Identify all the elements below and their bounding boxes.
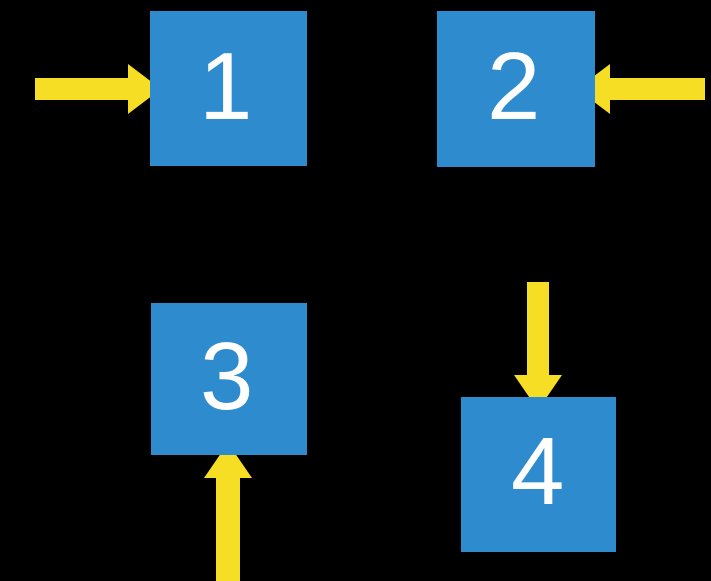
arrow-left-into-box-2 (577, 64, 705, 114)
node-box-1[interactable] (150, 11, 307, 166)
arrow-down-into-box-4 (514, 282, 562, 410)
node-label-1: 1 (199, 33, 253, 140)
node-box-3[interactable] (151, 303, 307, 455)
arrow-right-into-box-1 (35, 64, 161, 114)
node-label-2: 2 (487, 33, 541, 140)
node-label-3: 3 (200, 323, 254, 430)
arrow-up-into-box-3 (204, 443, 252, 581)
node-box-2[interactable] (437, 11, 595, 167)
node-box-4[interactable] (461, 397, 616, 552)
node-label-4: 4 (511, 418, 565, 525)
